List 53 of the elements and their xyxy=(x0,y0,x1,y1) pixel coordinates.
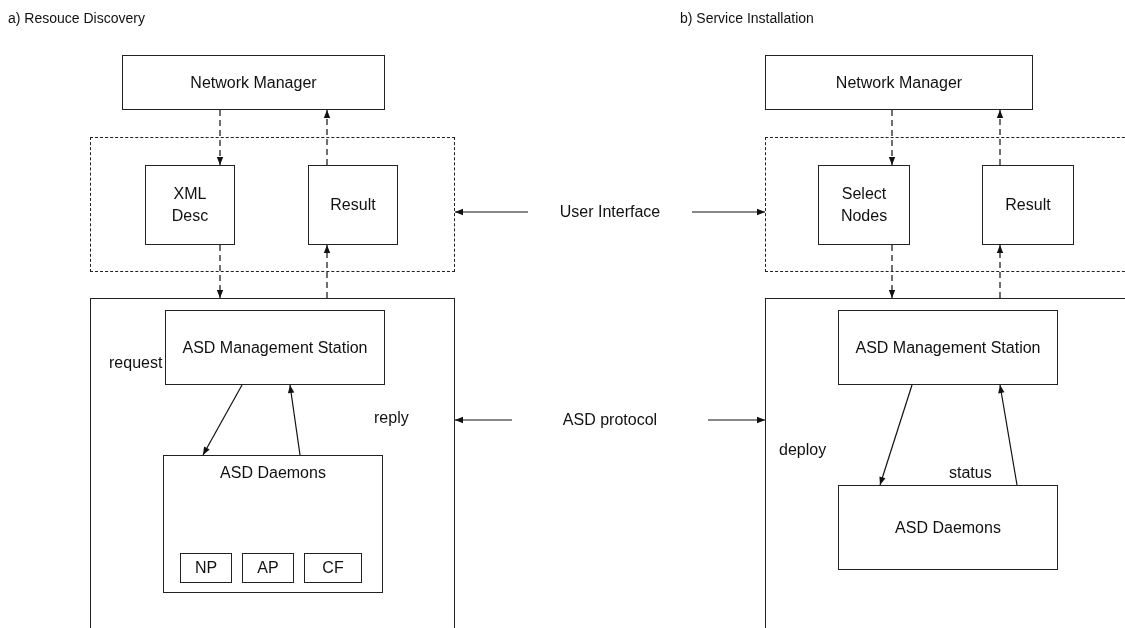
node-text: ASD protocol xyxy=(561,410,659,430)
process-box xyxy=(165,310,385,385)
arrow xyxy=(287,384,301,456)
arrow xyxy=(879,384,913,486)
arrow xyxy=(996,244,1004,299)
process-box xyxy=(145,165,235,245)
arrow xyxy=(202,384,243,456)
node-text: ASD Daemons xyxy=(219,463,327,483)
node-text: Network Manager xyxy=(834,72,964,93)
node-text: Network Manager xyxy=(189,72,318,93)
process-box xyxy=(765,55,1033,110)
node-text: Result xyxy=(329,195,377,215)
process-box xyxy=(982,165,1074,245)
module-box xyxy=(304,553,362,583)
process-box xyxy=(163,455,383,593)
node-text: ASD Management Station xyxy=(181,337,369,358)
system-box xyxy=(765,298,1125,628)
system-box xyxy=(90,298,455,628)
node-text: ASD Management Station xyxy=(854,337,1042,358)
node-text: User Interface xyxy=(558,202,662,222)
panel-caption: a) Resouce Discovery xyxy=(8,10,145,26)
arrow xyxy=(454,208,529,216)
node-text: AP xyxy=(256,558,280,578)
panel-caption: b) Service Installation xyxy=(680,10,814,26)
edge-label: reply xyxy=(372,409,411,427)
arrow xyxy=(691,208,766,216)
node-text: Result xyxy=(1004,195,1052,215)
process-box xyxy=(308,165,398,245)
arrow xyxy=(998,384,1018,486)
process-box xyxy=(838,310,1058,385)
edge-label: deploy xyxy=(777,441,829,459)
dashed-group-box xyxy=(765,137,1125,272)
process-box xyxy=(818,165,910,245)
arrow xyxy=(996,109,1004,166)
arrow xyxy=(216,244,224,299)
arrow xyxy=(888,244,896,299)
process-box xyxy=(122,55,385,110)
arrow xyxy=(323,244,331,299)
arrow xyxy=(707,416,766,424)
module-box xyxy=(180,553,232,583)
edge-label: request xyxy=(107,354,165,372)
arrow xyxy=(888,109,896,166)
arrow xyxy=(216,109,224,166)
node-text: XML Desc xyxy=(170,184,210,226)
node-text: Select Nodes xyxy=(839,184,889,226)
dashed-group-box xyxy=(90,137,455,272)
node-text: ASD Daemons xyxy=(894,517,1002,538)
node-text: NP xyxy=(193,558,219,578)
module-box xyxy=(242,553,294,583)
node-text: CF xyxy=(321,558,345,578)
arrow xyxy=(323,109,331,166)
arrow xyxy=(454,416,513,424)
process-box xyxy=(838,485,1058,570)
